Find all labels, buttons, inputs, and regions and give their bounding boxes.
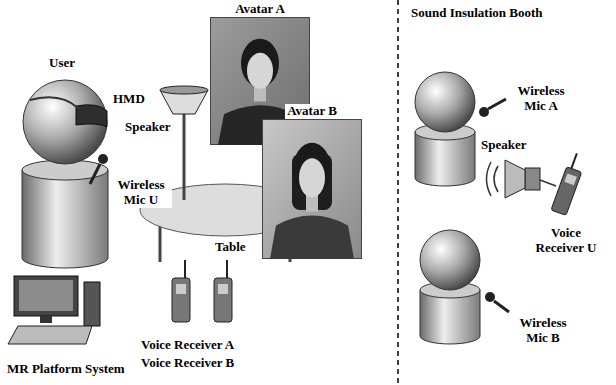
avatar-face xyxy=(299,158,325,197)
part-label: Wireless Mic U xyxy=(110,178,172,208)
part-label: User xyxy=(48,56,76,71)
table-leg xyxy=(159,222,162,262)
divider-line xyxy=(397,0,399,385)
sound-wave xyxy=(494,166,498,192)
mic-handle xyxy=(494,301,509,312)
mic-handle xyxy=(488,99,506,109)
receiver-screen xyxy=(176,284,186,294)
cable xyxy=(540,180,556,186)
receiver-body xyxy=(172,278,190,322)
avatar-photo xyxy=(263,119,362,258)
receiver-body xyxy=(214,278,232,322)
part-label: Speaker xyxy=(124,120,172,135)
voice-receiver-device xyxy=(214,260,232,322)
speaker-stand xyxy=(183,114,186,200)
computer-screen xyxy=(19,280,73,311)
voice-receiver-device xyxy=(551,152,587,216)
user-head xyxy=(23,80,107,164)
person-head xyxy=(415,72,475,132)
receiver-body xyxy=(551,167,582,216)
part-label: Speaker xyxy=(480,138,528,153)
hmd-strap xyxy=(30,97,78,108)
monitor-stand xyxy=(40,316,52,323)
mic-head xyxy=(485,292,495,302)
antenna xyxy=(571,153,576,168)
part-label: HMD xyxy=(112,92,146,107)
avatar-panel: Avatar B xyxy=(262,104,362,259)
user-body xyxy=(22,170,108,268)
part-label: MR Platform System xyxy=(6,362,126,377)
part-label: Table xyxy=(214,240,247,255)
antenna xyxy=(226,260,228,278)
computer-tower xyxy=(84,282,100,326)
hmd-device xyxy=(76,105,107,127)
panel-heading: Avatar B xyxy=(285,104,339,119)
voice-receiver-device xyxy=(172,260,190,322)
antenna xyxy=(184,260,186,278)
part-label: Voice Receiver B xyxy=(140,356,235,371)
sound-wave xyxy=(487,162,492,196)
part-label: Wireless Mic B xyxy=(512,316,574,346)
part-label: Sound Insulation Booth xyxy=(410,6,544,21)
part-label: Voice Receiver U xyxy=(530,226,602,256)
speaker-symbol xyxy=(505,160,525,198)
keyboard xyxy=(8,326,92,344)
computer-monitor xyxy=(14,276,78,316)
panel-heading: Avatar A xyxy=(233,2,287,17)
mic-head xyxy=(98,154,108,164)
speaker-rim xyxy=(160,86,208,94)
person-head xyxy=(420,230,480,290)
avatar-face xyxy=(247,53,273,89)
receiver-screen xyxy=(218,284,228,294)
avatar-body xyxy=(270,216,354,259)
receiver-screen xyxy=(564,173,576,185)
avatar-photo-frame xyxy=(262,119,362,259)
mic-head xyxy=(479,107,489,117)
mic-handle xyxy=(90,164,100,184)
speaker-box xyxy=(525,168,540,190)
part-label: Wireless Mic A xyxy=(510,84,572,114)
part-label: Voice Receiver A xyxy=(140,338,235,353)
